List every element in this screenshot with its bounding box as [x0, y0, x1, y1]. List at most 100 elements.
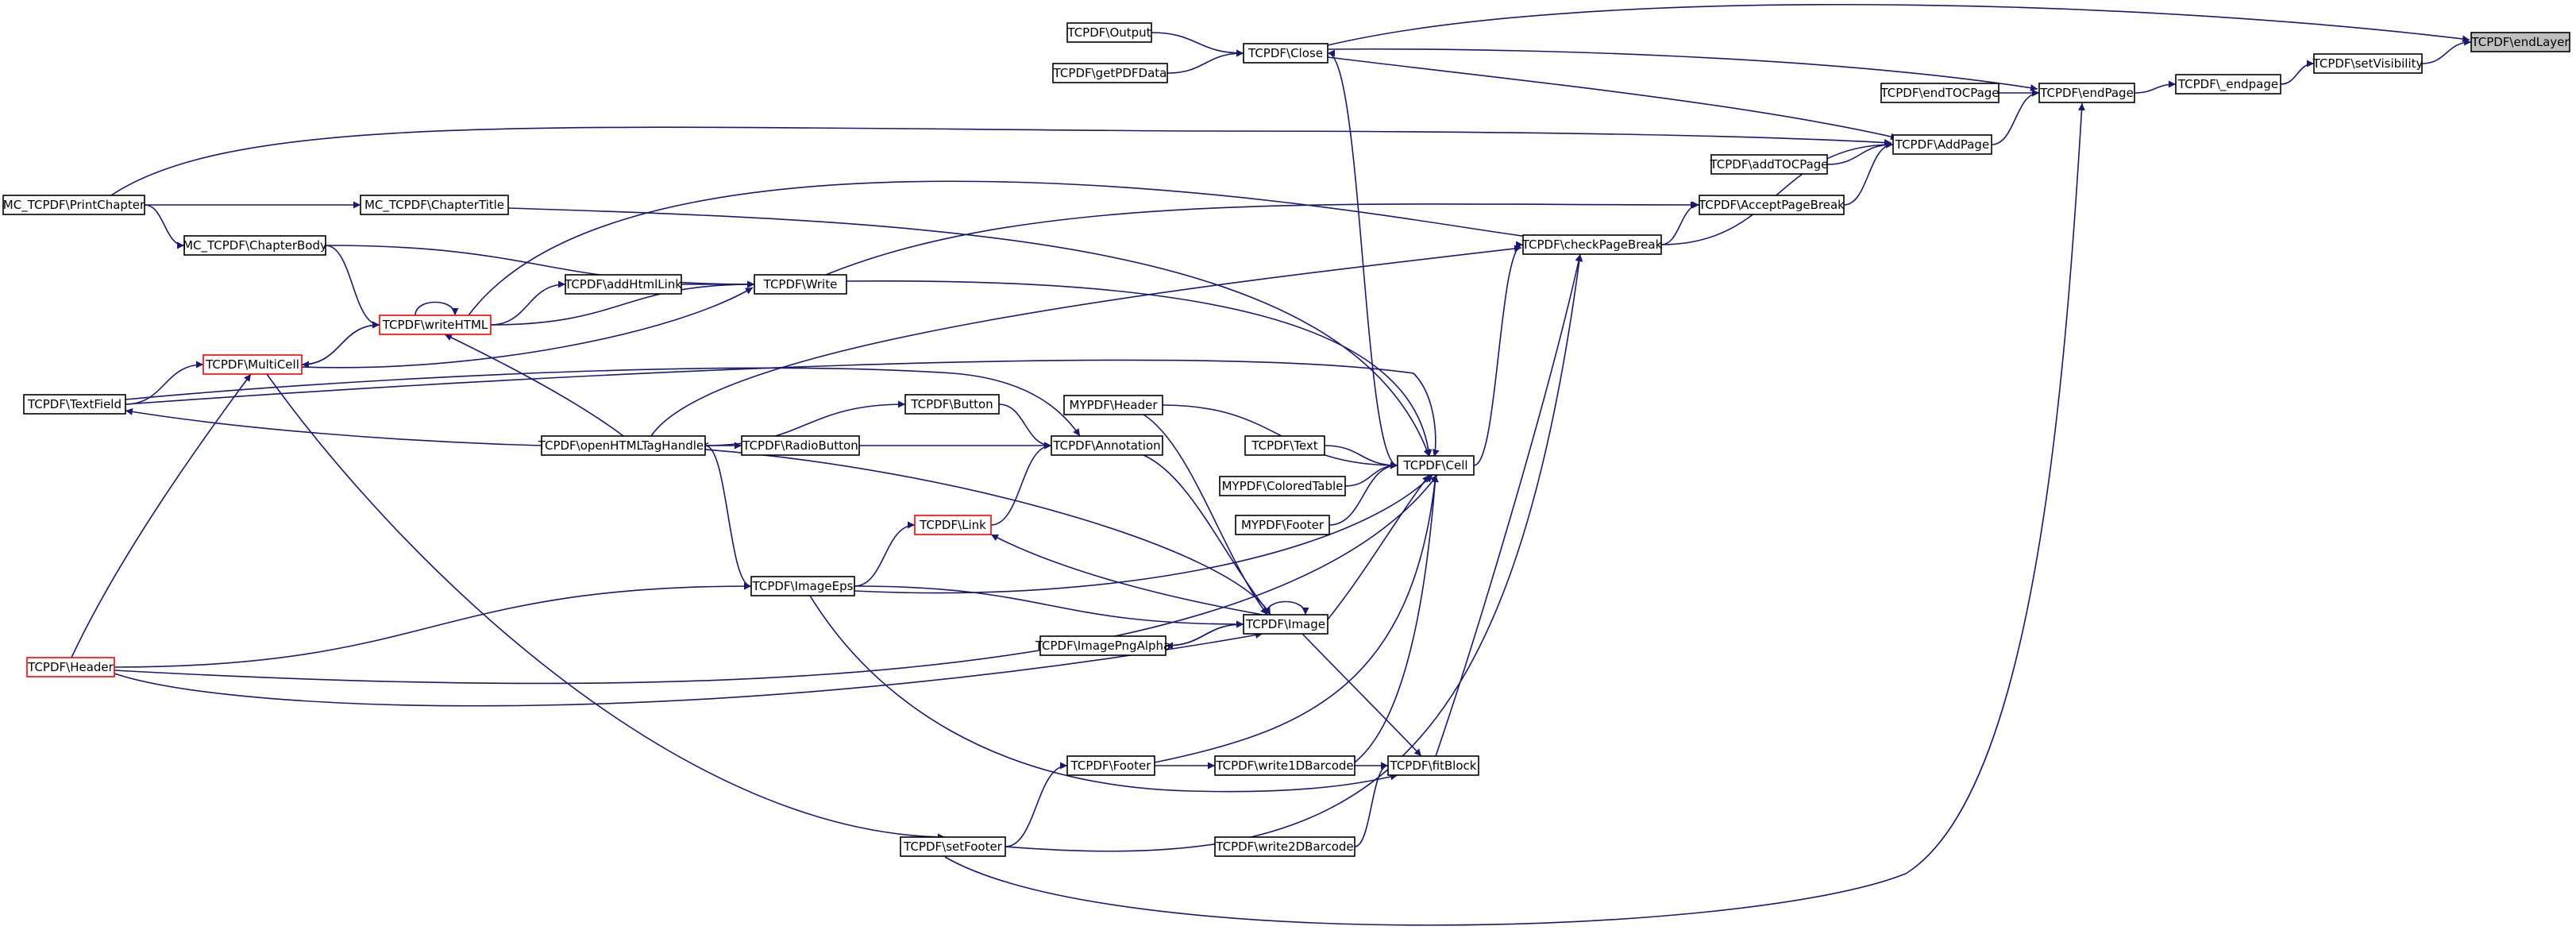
- edge-line: [1473, 241, 1524, 466]
- node-Close[interactable]: TCPDF\Close: [1243, 43, 1328, 64]
- edge-line: [144, 204, 185, 249]
- edge-Header-to-ImageEps: [114, 582, 752, 668]
- edge-line: [1435, 253, 1583, 757]
- node-PrintChapter[interactable]: MC_TCPDF\PrintChapter: [2, 195, 145, 215]
- node-Text[interactable]: TCPDF\Text: [1244, 435, 1325, 456]
- node-ColoredTable[interactable]: MYPDF\ColoredTable: [1219, 476, 1346, 496]
- node-box: [1039, 635, 1167, 656]
- node-box: [914, 515, 992, 535]
- edge-line: [704, 445, 752, 590]
- node-Link[interactable]: TCPDF\Link: [914, 515, 992, 535]
- node-endPage[interactable]: TCPDF\endPage: [2038, 83, 2135, 103]
- node-Annotation[interactable]: TCPDF\Annotation: [1051, 435, 1163, 456]
- node-box: [750, 576, 855, 596]
- node-ImagePngAlpha[interactable]: TCPDF\ImagePngAlpha: [1035, 635, 1170, 656]
- edge-ChapterBody-to-writeHTML: [325, 245, 380, 329]
- edge-writeHTML-to-writeHTML: [415, 301, 459, 316]
- edge-Close-to-endLayer: [1327, 3, 2470, 46]
- node-label: TCPDF\AddPage: [1895, 137, 1989, 152]
- node-setVisibility[interactable]: TCPDF\setVisibility: [2312, 53, 2424, 74]
- edge-line: [1151, 32, 1244, 57]
- edge-Button-to-Annotation: [998, 403, 1052, 450]
- node-ChapterTitle[interactable]: MC_TCPDF\ChapterTitle: [360, 195, 509, 215]
- edge-Image-to-fitBlock: [1301, 633, 1422, 757]
- node-write1DBarcode[interactable]: TCPDF\write1DBarcode: [1214, 755, 1355, 776]
- edge-line: [1005, 762, 1068, 847]
- edge-line: [2134, 80, 2177, 94]
- node-ImageEps[interactable]: TCPDF\ImageEps: [750, 576, 855, 596]
- edge-line: [110, 126, 1892, 196]
- node-label: TCPDF\Close: [1248, 46, 1323, 60]
- edge-setFooter-to-Footer: [1005, 762, 1068, 847]
- edge-line: [301, 287, 754, 369]
- edge-MYPDFHeader-to-Cell: [1162, 404, 1398, 469]
- edge-MultiCell-to-Write: [301, 287, 754, 369]
- edge-ChapterBody-to-Write: [325, 245, 755, 288]
- node-ChapterBody[interactable]: MC_TCPDF\ChapterBody: [183, 235, 327, 256]
- node-label: TCPDF\TextField: [27, 397, 121, 411]
- edge-Cell-to-Close: [1327, 49, 1398, 466]
- edge-line: [1327, 474, 1430, 620]
- node-Button[interactable]: TCPDF\Button: [904, 394, 1000, 415]
- edge-line: [301, 321, 380, 365]
- edge-MultiCell-to-writeHTML: [301, 321, 380, 365]
- edge-MultiCell-to-setFooter: [266, 373, 946, 841]
- edge-Header-to-MultiCell: [71, 373, 252, 658]
- node-addTOCPage[interactable]: TCPDF\addTOCPage: [1709, 154, 1829, 175]
- node-Write[interactable]: TCPDF\Write: [754, 274, 847, 295]
- node-setFooter[interactable]: TCPDF\setFooter: [900, 836, 1006, 857]
- edge-line: [825, 201, 1699, 276]
- node-endTOCPage[interactable]: TCPDF\endTOCPage: [1880, 83, 1999, 103]
- node-box: [1397, 455, 1475, 476]
- edge-checkPageBreak-to-AddPage: [1660, 141, 1894, 245]
- edge-Header-to-Cell: [114, 474, 1438, 685]
- node-TextField[interactable]: TCPDF\TextField: [23, 394, 126, 415]
- node-box: [183, 235, 326, 256]
- node-Footer[interactable]: TCPDF\Footer: [1066, 755, 1155, 776]
- edge-line: [125, 361, 204, 405]
- node-Image[interactable]: TCPDF\Image: [1243, 614, 1328, 635]
- edge-line: [998, 403, 1052, 450]
- edge-Footer-to-Cell: [1154, 474, 1439, 763]
- edge-Header-to-Image: [114, 631, 1263, 707]
- edge-line: [990, 442, 1052, 526]
- node-box: [1522, 234, 1662, 255]
- node-checkPageBreak[interactable]: TCPDF\checkPageBreak: [1521, 234, 1663, 255]
- node-write2DBarcode[interactable]: TCPDF\write2DBarcode: [1214, 836, 1355, 857]
- edge-layer: [71, 3, 2472, 926]
- node-MYPDFHeader[interactable]: MYPDF\Header: [1063, 395, 1163, 415]
- edge-checkPageBreak-to-AcceptPageBreak: [1660, 201, 1700, 245]
- node-openHTMLTagHandler[interactable]: TCPDF\openHTMLTagHandler: [538, 435, 709, 456]
- edge-line: [1660, 201, 1700, 245]
- edge-PrintChapter-to-ChapterBody: [144, 204, 185, 249]
- node-label: TCPDF\Cell: [1402, 458, 1467, 473]
- node-AddPage[interactable]: TCPDF\AddPage: [1892, 134, 1992, 155]
- node-endLayer[interactable]: TCPDF\endLayer: [2470, 32, 2570, 52]
- node-Cell[interactable]: TCPDF\Cell: [1397, 455, 1475, 476]
- node-RadioButton[interactable]: TCPDF\RadioButton: [741, 435, 860, 456]
- node-Output[interactable]: TCPDF\Output: [1066, 22, 1152, 43]
- node-box: [1699, 195, 1845, 215]
- node-box: [2038, 83, 2135, 103]
- edge-line: [71, 373, 252, 658]
- node-_endpage[interactable]: TCPDF\_endpage: [2175, 74, 2281, 95]
- node-label: TCPDF\Write: [763, 277, 838, 291]
- edge-fitBlock-to-checkPageBreak: [1435, 253, 1583, 757]
- node-writeHTML[interactable]: TCPDF\writeHTML: [379, 315, 492, 335]
- edge-ImageEps-to-fitBlock: [809, 595, 1398, 793]
- node-AcceptPageBreak[interactable]: TCPDF\AcceptPageBreak: [1698, 195, 1845, 215]
- node-addHtmlLink[interactable]: TCPDF\addHtmlLink: [564, 274, 682, 295]
- node-fitBlock[interactable]: TCPDF\fitBlock: [1387, 755, 1479, 776]
- node-MYPDFFooter[interactable]: MYPDF\Footer: [1235, 515, 1330, 535]
- node-getPDFData[interactable]: TCPDF\getPDFData: [1052, 63, 1168, 83]
- node-Header[interactable]: TCPDF\Header: [26, 657, 115, 677]
- node-box: [1710, 154, 1828, 175]
- node-label: TCPDF\openHTMLTagHandler: [538, 438, 709, 453]
- edge-line: [325, 245, 755, 288]
- node-box: [1235, 515, 1330, 535]
- node-box: [1243, 43, 1328, 64]
- node-MultiCell[interactable]: TCPDF\MultiCell: [202, 354, 303, 375]
- edge-line: [1328, 461, 1398, 526]
- edge-MYPDFHeader-to-Image: [1143, 414, 1268, 616]
